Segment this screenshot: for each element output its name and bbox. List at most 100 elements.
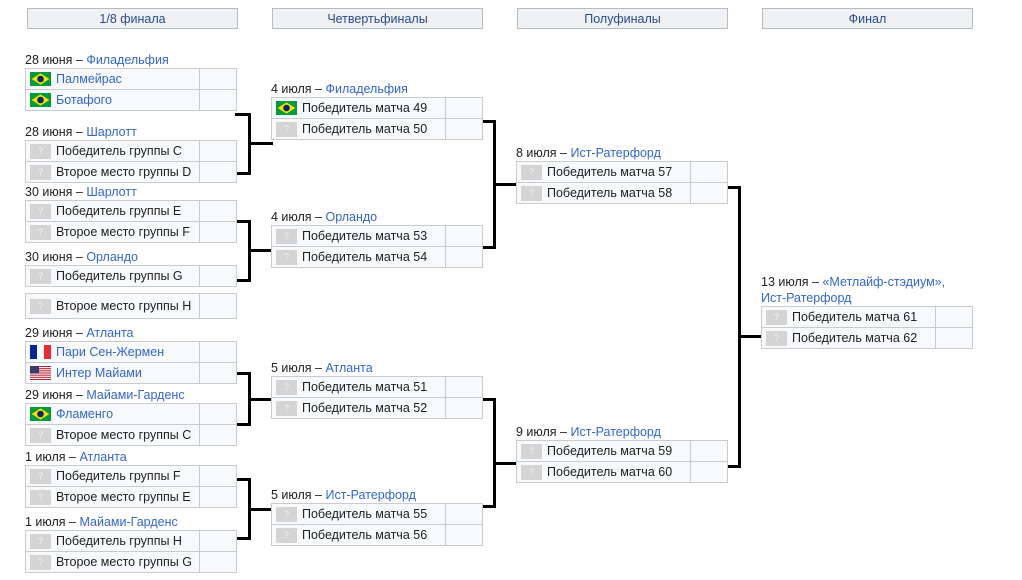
match-58: 4 июля – Орландо ? Победитель матча 53 ?… <box>271 210 483 268</box>
team-name: Победитель матча 62 <box>792 330 918 345</box>
round-header-label: Финал <box>848 11 887 26</box>
flag-brazil-icon <box>30 93 51 107</box>
match-venue[interactable]: Орландо <box>86 250 138 264</box>
team-cell: ? Второе место группы D <box>25 161 200 183</box>
match-venue[interactable]: Атланта <box>325 361 373 375</box>
match-row: ? Победитель матча 57 <box>516 161 728 183</box>
score-cell <box>199 200 237 222</box>
team-name[interactable]: Палмейрас <box>56 71 122 86</box>
connector-out <box>248 398 273 401</box>
match-venue[interactable]: Майами-Гарденс <box>86 388 185 402</box>
unknown-team-icon: ? <box>521 443 542 459</box>
score-cell <box>199 89 237 111</box>
connector-stub <box>480 398 496 401</box>
match-55: 1 июля – Атланта ? Победитель группы F ?… <box>25 450 237 508</box>
match-venue[interactable]: Шарлотт <box>86 185 137 199</box>
connector-spine <box>493 398 496 508</box>
team-cell: ? Победитель матча 62 <box>761 327 936 349</box>
score-cell <box>199 265 237 287</box>
match-date-text: 1 июля <box>25 515 66 529</box>
team-name: Второе место группы F <box>56 224 190 239</box>
team-name: Победитель матча 50 <box>302 121 428 136</box>
match-venue[interactable]: Филадельфия <box>86 53 169 67</box>
match-row: ? Второе место группы E <box>25 486 237 508</box>
match-row: ? Победитель группы E <box>25 200 237 222</box>
unknown-team-icon: ? <box>766 330 787 346</box>
match-venue[interactable]: Ист-Ратерфорд <box>570 425 661 439</box>
match-row: ? Победитель матча 56 <box>271 524 483 546</box>
connector-stub <box>235 423 251 426</box>
match-row: ? Победитель матча 55 <box>271 503 483 525</box>
score-cell <box>199 341 237 363</box>
match-date-text: 4 июля <box>271 82 312 96</box>
team-name: Победитель матча 57 <box>547 164 673 179</box>
round-header-final: Финал <box>762 8 973 29</box>
match-row: Палмейрас <box>25 68 237 90</box>
match-row: ? Победитель матча 52 <box>271 397 483 419</box>
match-date: 5 июля – Ист-Ратерфорд <box>271 488 483 503</box>
team-cell: ? Победитель группы E <box>25 200 200 222</box>
team-cell: ? Победитель матча 60 <box>516 461 691 483</box>
match-date: 28 июня – Шарлотт <box>25 125 237 140</box>
team-name[interactable]: Интер Майами <box>56 365 142 380</box>
flag-brazil-icon <box>30 407 51 421</box>
team-name: Победитель матча 51 <box>302 379 428 394</box>
connector-stub <box>480 505 496 508</box>
score-cell <box>199 551 237 573</box>
match-venue[interactable]: Филадельфия <box>325 82 408 96</box>
flag-usa-icon <box>30 366 51 380</box>
connector-stub <box>235 537 251 540</box>
score-cell <box>935 327 973 349</box>
match-date: 1 июля – Майами-Гарденс <box>25 515 237 530</box>
match-venue[interactable]: «Метлайф-стэдиум», Ист-Ратерфорд <box>761 275 946 305</box>
match-venue[interactable]: Шарлотт <box>86 125 137 139</box>
match-venue[interactable]: Ист-Ратерфорд <box>570 146 661 160</box>
match-date: 4 июля – Филадельфия <box>271 82 483 97</box>
match-63: 13 июля – «Метлайф-стэдиум», Ист-Ратерфо… <box>761 274 973 349</box>
match-row: ? Победитель матча 51 <box>271 376 483 398</box>
unknown-team-icon: ? <box>30 427 51 443</box>
match-venue[interactable]: Атланта <box>79 450 127 464</box>
match-row: ? Второе место группы G <box>25 551 237 573</box>
team-cell: ? Победитель матча 52 <box>271 397 446 419</box>
match-date-separator: – <box>311 361 326 375</box>
match-date: 29 июня – Майами-Гарденс <box>25 388 237 403</box>
connector-stub <box>725 186 741 189</box>
score-cell <box>690 182 728 204</box>
team-cell: ? Второе место группы H <box>25 293 200 319</box>
match-date-separator: – <box>72 185 87 199</box>
team-cell: Палмейрас <box>25 68 200 90</box>
match-row: ? Победитель матча 61 <box>761 306 973 328</box>
match-date: 29 июня – Атланта <box>25 326 237 341</box>
score-cell <box>690 161 728 183</box>
round-header-quarterfinals: Четвертьфиналы <box>272 8 483 29</box>
match-row: Фламенго <box>25 403 237 425</box>
unknown-team-icon: ? <box>766 309 787 325</box>
connector-stub <box>480 120 496 123</box>
match-venue[interactable]: Орландо <box>325 210 378 224</box>
team-name[interactable]: Ботафого <box>56 92 112 107</box>
match-venue[interactable]: Атланта <box>86 326 134 340</box>
score-cell <box>199 530 237 552</box>
team-name[interactable]: Пари Сен-Жермен <box>56 344 165 359</box>
team-name: Победитель группы F <box>56 468 181 483</box>
team-name: Второе место группы C <box>56 427 192 442</box>
score-cell <box>199 465 237 487</box>
team-name[interactable]: Фламенго <box>56 406 114 421</box>
match-row: ? Победитель группы C <box>25 140 237 162</box>
connector-stub <box>235 279 251 282</box>
match-53: 30 июня – Шарлотт ? Победитель группы E … <box>25 185 237 243</box>
team-name: Победитель матча 55 <box>302 506 428 521</box>
match-date-separator: – <box>72 53 87 67</box>
team-cell: ? Победитель матча 54 <box>271 246 446 268</box>
match-venue[interactable]: Ист-Ратерфорд <box>325 488 416 502</box>
score-cell <box>445 246 483 268</box>
connector-out <box>248 142 273 145</box>
connector-stub <box>235 372 251 375</box>
score-cell <box>199 362 237 384</box>
match-venue[interactable]: Майами-Гарденс <box>79 515 178 529</box>
match-row: ? Победитель матча 50 <box>271 118 483 140</box>
match-date-text: 29 июня <box>25 388 73 402</box>
match-date-text: 4 июля <box>271 210 312 224</box>
score-cell <box>445 97 483 119</box>
